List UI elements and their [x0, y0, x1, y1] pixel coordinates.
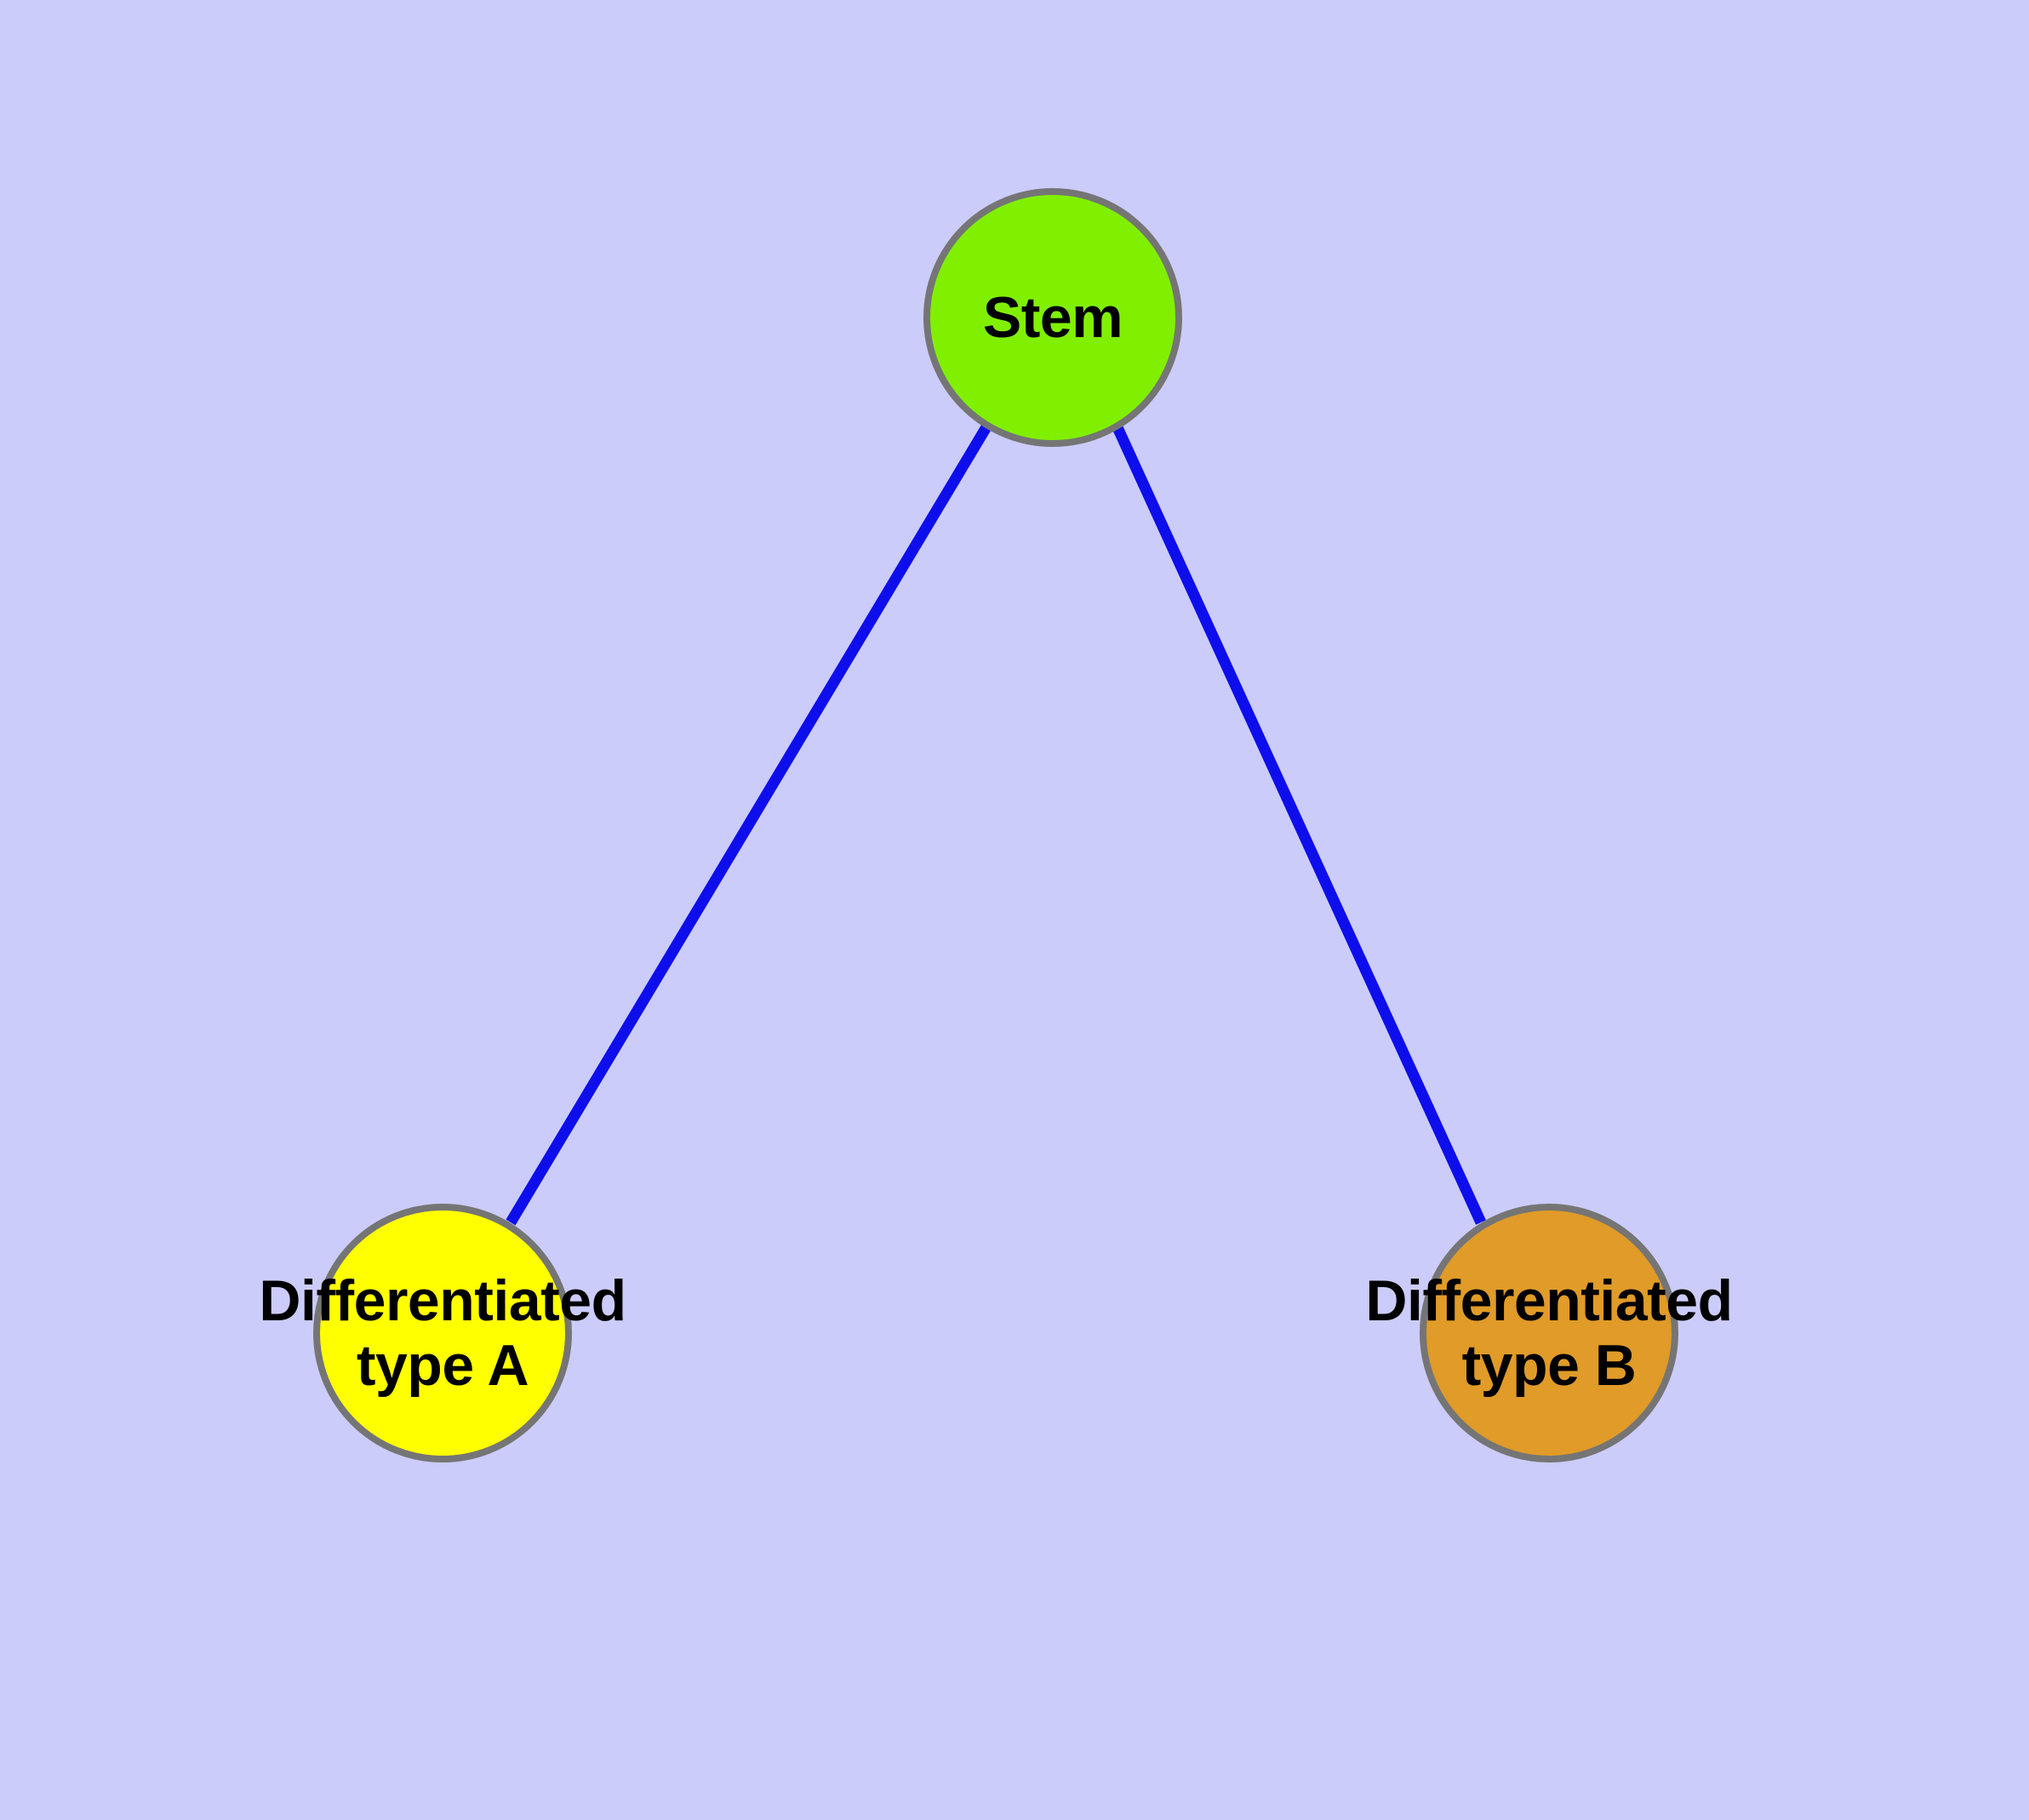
edge-layer	[506, 422, 1486, 1226]
graph-node-diff_a[interactable]	[313, 1204, 572, 1462]
node-layer	[313, 188, 1678, 1462]
graph-node-diff_b[interactable]	[1420, 1204, 1678, 1462]
graph-edge-stem-diff_b[interactable]	[1112, 423, 1486, 1225]
graph-node-stem[interactable]	[923, 188, 1182, 447]
graph-edge-stem-diff_a[interactable]	[506, 422, 992, 1226]
